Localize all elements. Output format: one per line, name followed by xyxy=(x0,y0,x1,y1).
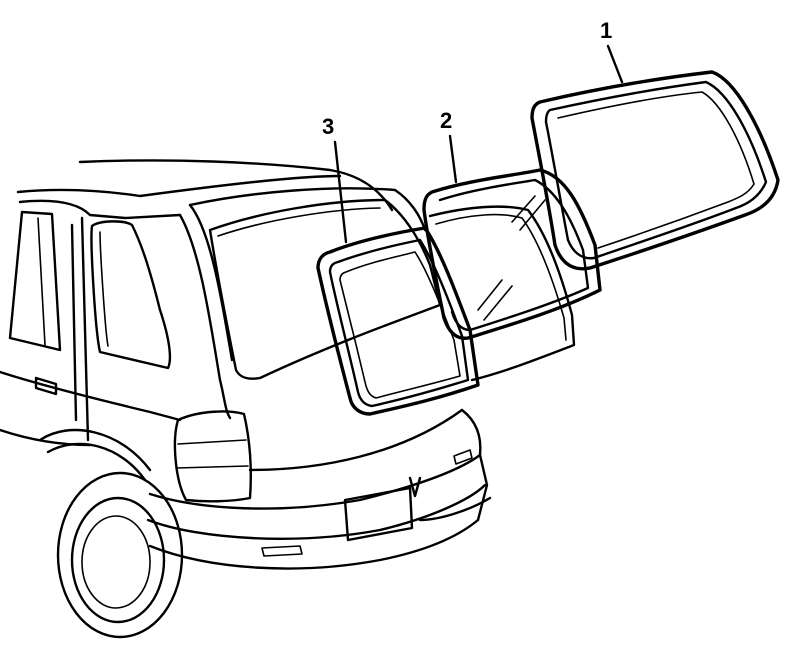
vehicle-body xyxy=(0,159,492,639)
side-window-rear xyxy=(90,220,172,370)
callout-label-2: 2 xyxy=(440,108,452,133)
callout-label-1: 1 xyxy=(600,18,612,43)
license-plate xyxy=(343,486,414,542)
molding-part-1 xyxy=(530,70,780,271)
side-window-front xyxy=(8,210,62,352)
tail-light xyxy=(173,410,252,503)
callout-3: 3 xyxy=(322,114,348,244)
callout-2: 2 xyxy=(440,108,458,184)
rear-hatch-window xyxy=(208,198,442,380)
callout-label-3: 3 xyxy=(322,114,334,139)
glass-part-2 xyxy=(422,168,602,382)
callout-1: 1 xyxy=(600,18,624,84)
rear-wheel xyxy=(38,428,184,639)
door-handle xyxy=(34,376,58,396)
rear-bumper xyxy=(146,408,489,570)
